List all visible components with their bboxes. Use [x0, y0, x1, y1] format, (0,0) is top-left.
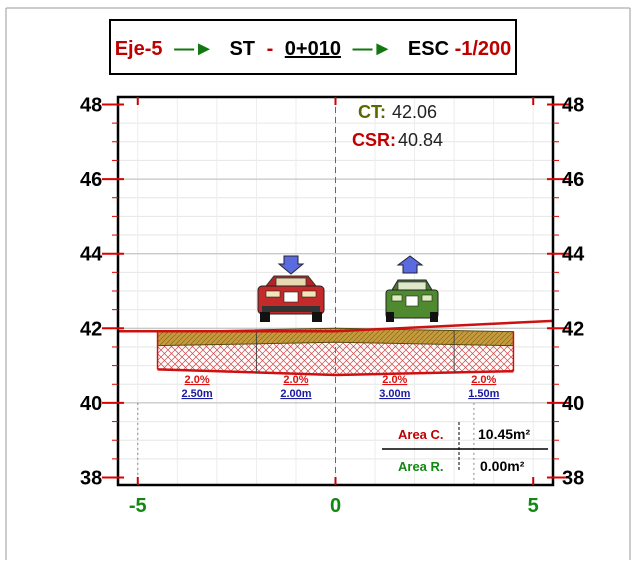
segment-slope: 2.0% — [471, 374, 496, 386]
title-box: Eje-5 —► ST - 0+010 —► ESC -1/200 — [109, 19, 517, 75]
segment-width: 3.00m — [379, 388, 410, 400]
car-green — [385, 279, 439, 322]
cut-area-label: Area C. — [398, 427, 444, 442]
section-title: Eje-5 —► ST - 0+010 —► ESC -1/200 — [115, 38, 512, 60]
cut-area-value: 10.45m² — [478, 426, 530, 442]
y-axis-right: 38 40 42 44 46 48 — [547, 94, 585, 490]
segment-slope: 2.0% — [283, 374, 308, 386]
y-tick-label: 46 — [80, 169, 102, 191]
y-tick-label: 44 — [562, 244, 585, 266]
arrow-right-icon: —► — [353, 38, 393, 60]
road-structure — [118, 319, 554, 377]
x-tick-label: -5 — [129, 495, 147, 517]
y-tick-label: 42 — [80, 318, 102, 340]
fill-area-value: 0.00m² — [480, 458, 525, 474]
y-axis-left: 38 40 42 44 46 48 — [80, 94, 124, 490]
x-axis: -5 0 5 — [129, 495, 539, 517]
y-tick-label: 38 — [80, 468, 102, 490]
station-label: ST — [229, 38, 255, 60]
arrow-down-icon — [277, 255, 305, 275]
y-tick-label: 48 — [562, 94, 584, 116]
elevation-labels: CT: 42.06 CSR: 40.84 — [352, 102, 443, 150]
segment-slope: 2.0% — [185, 374, 210, 386]
y-tick-label: 44 — [80, 244, 103, 266]
segment-slope: 2.0% — [382, 374, 407, 386]
arrow-right-icon: —► — [174, 38, 214, 60]
csr-value: 40.84 — [398, 130, 443, 150]
segment-width: 1.50m — [468, 388, 499, 400]
segment-width: 2.50m — [181, 388, 212, 400]
axis-name: Eje-5 — [115, 38, 163, 60]
ct-value: 42.06 — [392, 102, 437, 122]
ct-label: CT: — [358, 102, 386, 122]
area-table: Area C. 10.45m² Area R. 0.00m² — [382, 422, 548, 474]
fill-area-label: Area R. — [398, 459, 444, 474]
x-tick-label: 5 — [528, 495, 539, 517]
x-tick-label: 0 — [330, 495, 341, 517]
csr-label: CSR: — [352, 130, 396, 150]
station-value: 0+010 — [285, 38, 341, 60]
title-dash: - — [267, 38, 274, 60]
y-tick-label: 46 — [562, 169, 584, 191]
y-tick-label: 38 — [562, 468, 584, 490]
y-tick-label: 48 — [80, 94, 102, 116]
y-tick-label: 42 — [562, 318, 584, 340]
scale-value: -1/200 — [455, 38, 512, 60]
y-tick-label: 40 — [80, 393, 102, 415]
arrow-up-icon — [396, 255, 424, 274]
segment-width: 2.00m — [280, 388, 311, 400]
car-red — [257, 275, 325, 322]
terrain-line — [118, 319, 554, 333]
scale-label: ESC — [408, 38, 449, 60]
y-tick-label: 40 — [562, 393, 584, 415]
segment-labels: 2.0% 2.50m 2.0% 2.00m 2.0% 3.00m 2.0% 1.50m — [181, 374, 499, 400]
